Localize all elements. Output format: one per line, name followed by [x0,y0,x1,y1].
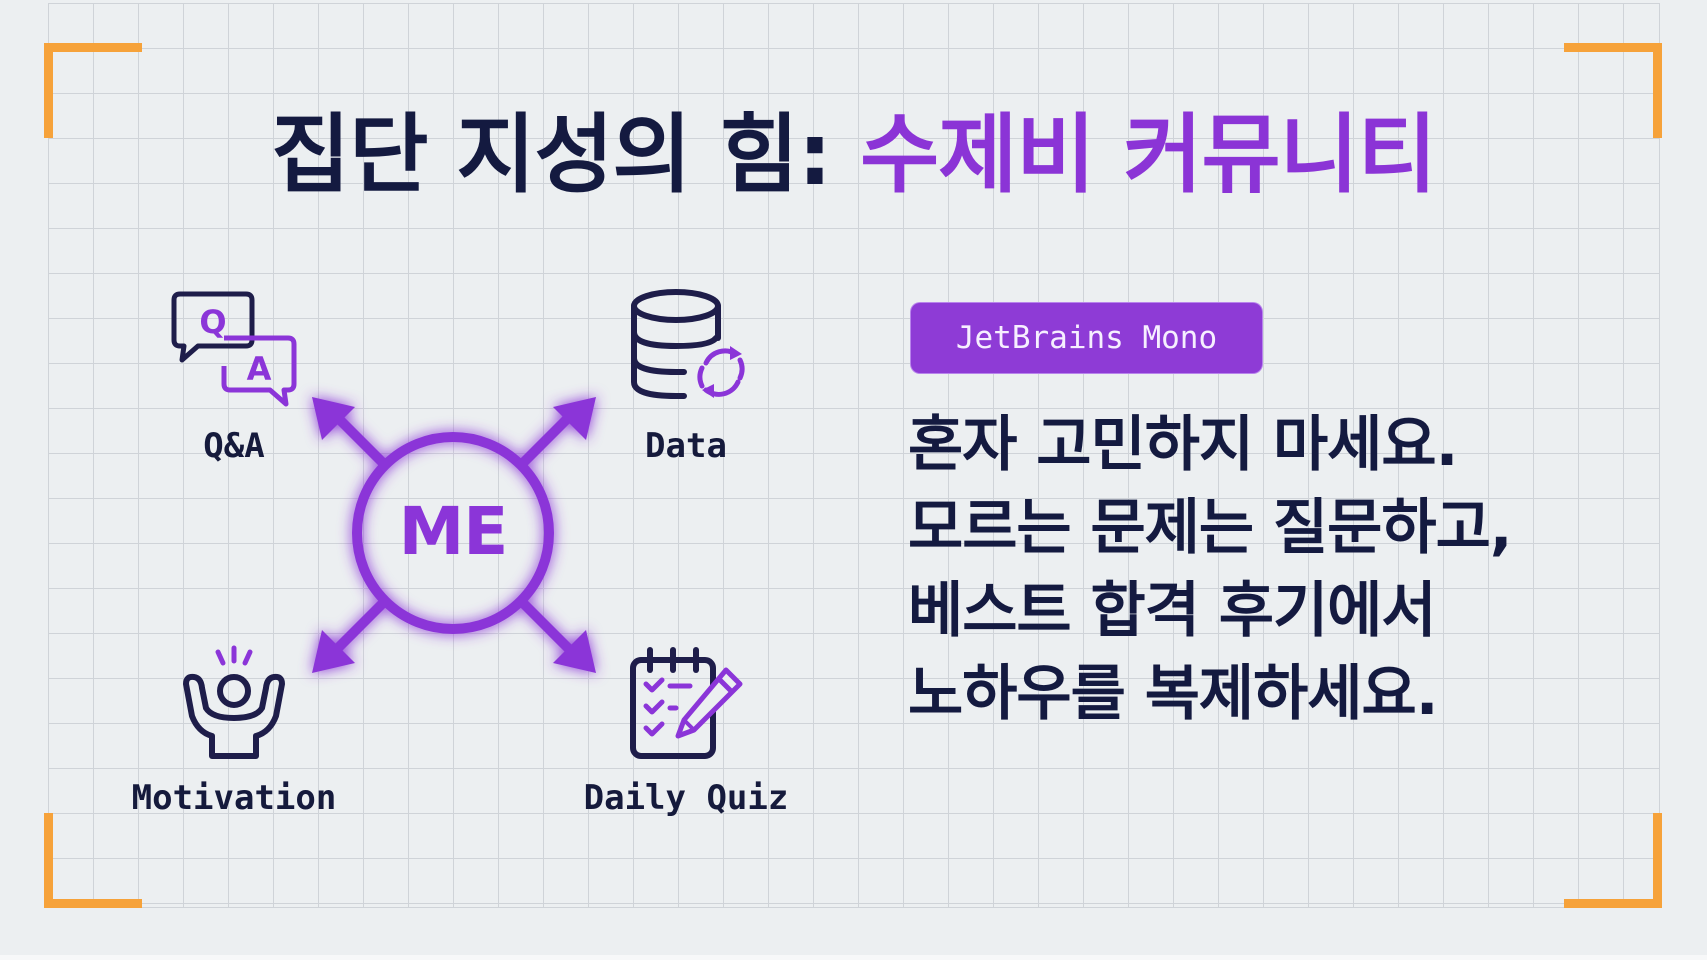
corner-bracket-bottom-left [44,813,142,908]
body-line-1: 혼자 고민하지 마세요. [908,410,1458,480]
corner-bracket-top-right [1564,43,1662,138]
grid-background [48,3,1660,908]
bottom-band [0,955,1707,960]
body-line-3: 베스트 합격 후기에서 [908,576,1437,646]
node-label-qa: Q&A [203,426,265,466]
person-cheering-icon [183,645,285,759]
node-label-data: Data [645,426,727,466]
svg-text:A: A [247,350,272,388]
node-label-motivation: Motivation [131,778,337,818]
font-name-badge-label: JetBrains Mono [955,320,1218,356]
corner-bracket-bottom-right [1564,813,1662,908]
slide-title: 집단 지성의 힘: 수제비 커뮤니티 [0,105,1707,205]
body-line-4: 노하우를 복제하세요. [908,659,1438,729]
body-message: 혼자 고민하지 마세요. 모르는 문제는 질문하고, 베스트 합격 후기에서 노… [908,404,1668,736]
qa-chat-bubbles-icon: Q A [171,291,297,407]
node-label-daily-quiz: Daily Quiz [583,778,789,818]
title-prefix: 집단 지성의 힘: [271,105,861,205]
me-center-label: ME [398,493,509,570]
font-name-badge: JetBrains Mono [911,303,1262,373]
svg-text:Q: Q [199,303,226,341]
body-line-2: 모르는 문제는 질문하고, [908,493,1513,563]
corner-bracket-top-left [44,43,142,138]
title-highlight: 수제비 커뮤니티 [860,105,1437,205]
checklist-pencil-icon [630,647,743,759]
database-sync-icon [631,289,745,399]
